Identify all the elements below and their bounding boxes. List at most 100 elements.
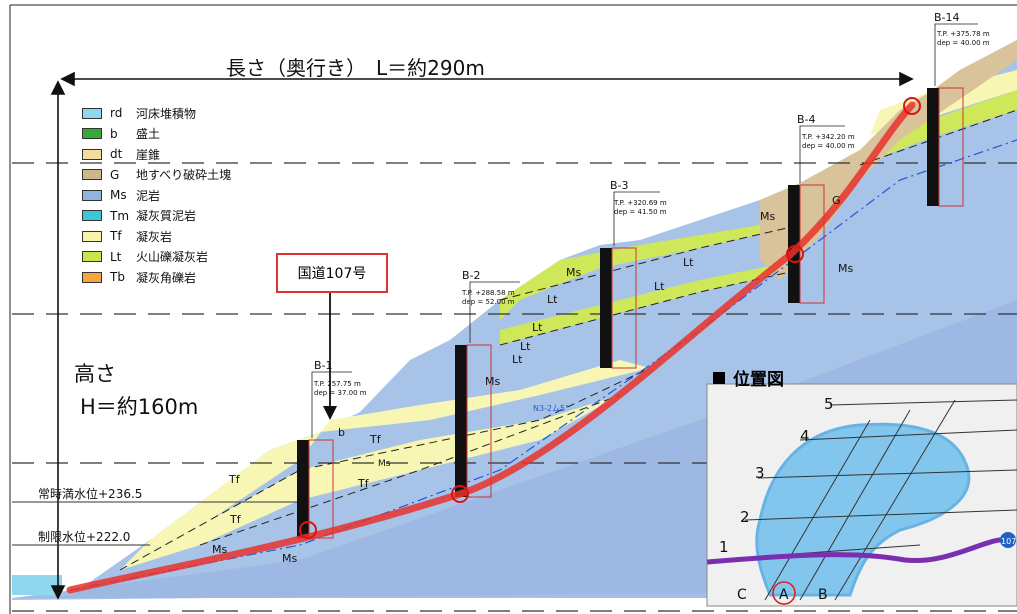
height-dimension [50, 80, 66, 600]
borehole-b3-tp: T.P. +320.69 m [613, 199, 667, 207]
legend-code: Tm [110, 208, 130, 223]
water-level-normal: 常時満水位+236.5 [38, 487, 143, 501]
layer-label-lt-3: Lt [520, 340, 531, 353]
legend-name: 泥岩 [136, 188, 161, 203]
borehole-b2-name: B-2 [462, 269, 481, 282]
legend-swatch [82, 251, 102, 263]
boreholes [297, 87, 964, 539]
legend-code: Tb [110, 270, 125, 285]
layer-label-ms-3: Ms [485, 375, 500, 388]
borehole-b14-tp: T.P. +375.78 m [936, 30, 990, 38]
layer-label-ms-1: Ms [212, 543, 227, 556]
slip-points [299, 97, 921, 539]
layer-label-tf-3: Tf [369, 433, 382, 446]
survey-lines [709, 399, 1017, 601]
layer-label-b: b [338, 426, 345, 439]
map-road-label: 107 [1001, 537, 1016, 546]
map-line-5: 5 [824, 395, 834, 413]
location-map-title: 位置図 [713, 365, 784, 390]
legend-item: Ms 泥岩 [82, 185, 231, 206]
route-107-marker-bg [1000, 532, 1016, 548]
legend-name: 地すべり破砕土塊 [136, 168, 232, 183]
borehole-leaders [311, 23, 978, 438]
layer-lt-1 [500, 210, 800, 320]
layer-label-ms-7: Ms [378, 459, 391, 469]
legend-name: 凝灰岩 [136, 229, 173, 244]
groundwater-line [69, 139, 1017, 591]
legend-swatch [82, 169, 102, 181]
slip-surface [66, 101, 916, 594]
callout-arrow-head [323, 406, 337, 420]
legend-swatch [82, 107, 102, 119]
legend-swatch [82, 148, 102, 160]
legend-swatch [82, 230, 102, 242]
legend-item: rd 河床堆積物 [82, 103, 231, 124]
road-107 [706, 536, 1011, 565]
borehole-b1-name: B-1 [314, 359, 333, 372]
map-label-c: C [737, 587, 747, 603]
length-label: 長さ（奥行き） L＝約290m [226, 56, 485, 80]
layer-label-ms-5: Ms [760, 210, 775, 223]
map-label-a: A [779, 587, 789, 603]
borehole-b4-name: B-4 [797, 113, 816, 126]
elevation-lines [12, 162, 1017, 612]
borehole-b2-dep: dep = 52.00 m [462, 298, 515, 306]
legend-item: Lt 火山礫凝灰岩 [82, 247, 231, 268]
layer-label-g: G [832, 194, 841, 207]
layer-tf-lower [120, 360, 650, 570]
legend-name: 凝灰角礫岩 [136, 270, 197, 285]
layer-label-tf-1: Tf [228, 473, 241, 486]
location-map-title-text: 位置図 [733, 370, 784, 390]
layer-tf-lower-2 [120, 395, 620, 570]
borehole-b3-dep: dep = 41.50 m [614, 208, 667, 216]
legend-code: rd [110, 106, 123, 121]
legend-swatch [82, 271, 102, 283]
layer-label-lt-1: Lt [547, 293, 558, 306]
map-line-2: 2 [740, 508, 750, 526]
borehole-b4-tp: T.P. +342.20 m [801, 133, 855, 141]
layer-label-ms-4: Ms [566, 266, 581, 279]
route-107-callout: 国道107号 [276, 253, 388, 293]
layer-label-lt-4: Lt [512, 353, 523, 366]
legend-code: Ms [110, 188, 127, 203]
legend-swatch [82, 128, 102, 140]
legend-name: 凝灰質泥岩 [136, 209, 197, 224]
borehole-b14-dep: dep = 40.00 m [937, 39, 990, 47]
legend-code: dt [110, 147, 123, 162]
layer-label-ms-2: Ms [282, 552, 297, 565]
legend-swatch [82, 210, 102, 222]
layer-label-lt-5: Lt [683, 256, 694, 269]
reservoir-area [755, 422, 971, 597]
legend-name: 河床堆積物 [136, 106, 197, 121]
borehole-b14-name: B-14 [934, 11, 960, 24]
legend-code: Lt [110, 249, 122, 264]
map-line-4: 4 [800, 427, 810, 445]
legend-name: 火山礫凝灰岩 [136, 250, 209, 265]
borehole-b1-tp: T.P. 257.75 m [313, 380, 361, 388]
legend-swatch [82, 189, 102, 201]
layer-label-lt-6: Lt [654, 280, 665, 293]
layer-label-lt-2: Lt [532, 321, 543, 334]
map-line-3: 3 [755, 464, 765, 482]
legend-item: dt 崖錐 [82, 144, 231, 165]
height-label-2: H＝約160m [80, 395, 199, 419]
height-label-1: 高さ [74, 362, 116, 386]
slope-note: N3-2ム5° [533, 404, 569, 413]
title-square-icon [713, 371, 725, 384]
legend-code: b [110, 126, 118, 141]
map-label-b: B [818, 587, 828, 603]
layer-label-ms-6: Ms [838, 262, 853, 275]
borehole-b3-name: B-3 [610, 179, 629, 192]
legend-item: Tm 凝灰質泥岩 [82, 206, 231, 227]
legend-item: Tb 凝灰角礫岩 [82, 267, 231, 288]
layer-label-tf-2: Tf [229, 513, 242, 526]
borehole-b1-dep: dep = 37.00 m [314, 389, 367, 397]
length-dimension [60, 71, 914, 87]
legend-name: 崖錐 [136, 147, 161, 162]
layer-label-tf-4: Tf [357, 477, 370, 490]
